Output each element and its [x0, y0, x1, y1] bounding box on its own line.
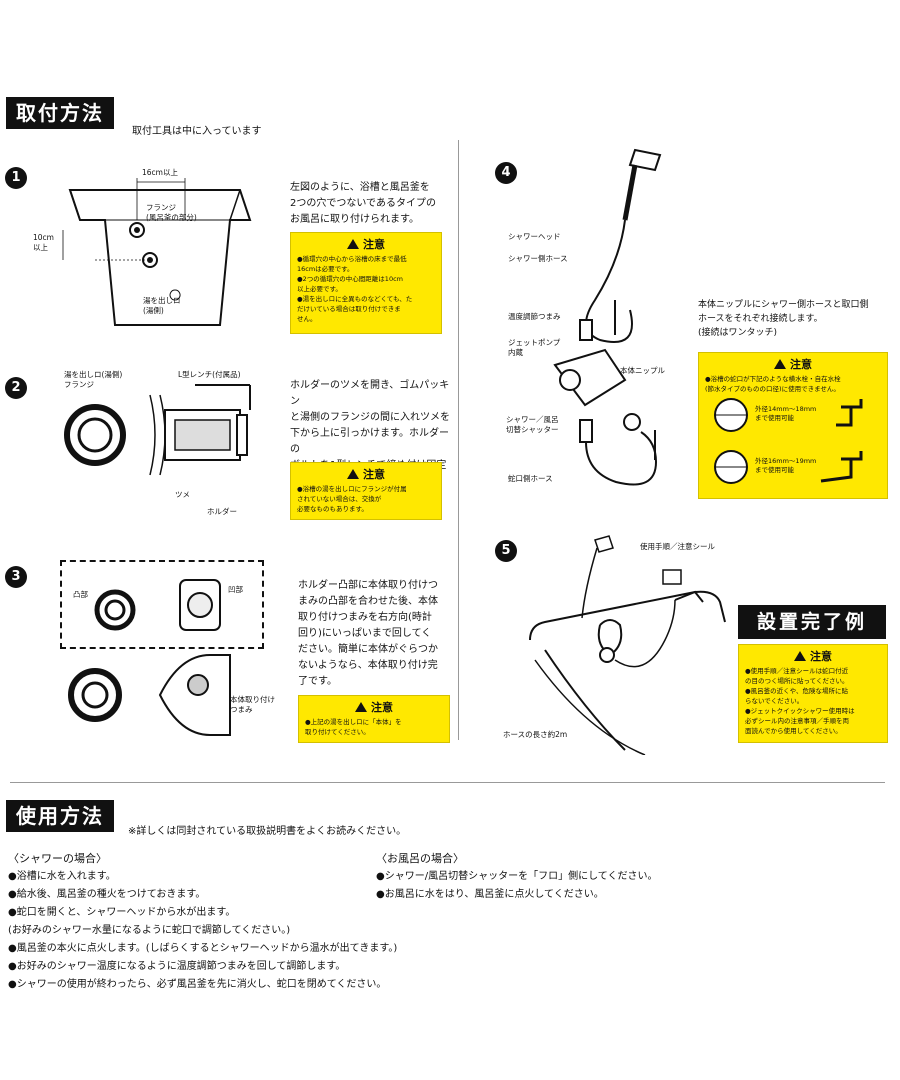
step-4-description: 本体ニップルにシャワー側ホースと取口側 ホースをそれぞれ接続します。 (接続はワ… — [698, 300, 869, 338]
list-item: ●浴槽に水を入れます。 — [8, 871, 116, 882]
step-5-caution-title: 注意 — [739, 648, 887, 664]
step-5-installed-diagram — [529, 535, 726, 755]
step-1-label-dim-top: 16cm以上 — [142, 168, 178, 177]
list-item: ●給水後、風呂釜の種火をつけておきます。 — [8, 889, 206, 900]
warning-icon — [347, 239, 359, 249]
step-5-caution-text: ●使用手順／注意シールは蛇口付近 の目のつく場所に貼ってください。 ●風呂釜の近… — [745, 667, 855, 735]
install-title: 取付方法 — [6, 97, 114, 129]
step-2-holder-diagram — [64, 384, 251, 476]
bath-usage-heading: 〈お風呂の場合〉 — [376, 852, 464, 865]
step-1-bathtub-diagram — [62, 178, 252, 326]
step-3-label-knob: 本体取り付け つまみ — [230, 695, 275, 714]
list-item: ●シャワーの使用が終わったら、必ず風呂釜を先に消火し、蛇口を閉めてください。 — [8, 979, 387, 990]
step-3-caution-text: ●上記の湯を出しロに「本体」を 取り付けてください。 — [305, 718, 402, 736]
step-4-label-temp: 温度調節つまみ — [508, 312, 561, 321]
step-2-label-flange: 湯を出しロ(湯側) フランジ — [64, 370, 123, 389]
step-3-caution-title: 注意 — [299, 699, 449, 715]
step-3-caution-box: 注意 ●上記の湯を出しロに「本体」を 取り付けてください。 — [298, 695, 450, 743]
step-1-description: 左図のように、浴槽と風呂釜を 2つの穴でつないであるタイプの お風呂に取り付けら… — [290, 182, 436, 225]
warning-icon — [347, 469, 359, 479]
step-4-label-head: シャワーヘッド — [508, 232, 561, 241]
step-4-hose-diagram — [553, 148, 662, 486]
list-item: ●蛇口を開くと、シャワーヘッドから水が出ます。 — [8, 907, 236, 918]
step-3-attach-diagram — [68, 579, 231, 736]
shower-usage: 〈シャワーの場合〉 ●浴槽に水を入れます。 ●給水後、風呂釜の種火をつけておきま… — [8, 850, 397, 994]
warning-icon — [794, 651, 806, 661]
section-divider — [10, 782, 885, 783]
step-4-label-shutter: シャワー／風呂 切替シャッター — [506, 415, 559, 434]
step-4-faucet-2-spec: 外径16mm〜19mm まで使用可能 — [755, 457, 817, 474]
list-item: ●シャワー/風呂切替シャッターを「フロ」側にしてください。 — [376, 871, 658, 882]
step-2-caution-box: 注意 ●浴槽の湯を出しロにフランジが付属 されていない場合は、交換が 必要なもの… — [290, 462, 442, 520]
step-2-caution-title: 注意 — [291, 466, 441, 482]
list-item: ●お風呂に水をはり、風呂釜に点火してください。 — [376, 889, 604, 900]
step-3-label-convex: 凸部 — [73, 590, 88, 599]
step-2-caution-text: ●浴槽の湯を出しロにフランジが付属 されていない場合は、交換が 必要なものもあり… — [297, 485, 407, 513]
bath-usage: 〈お風呂の場合〉 ●シャワー/風呂切替シャッターを「フロ」側にしてください。 ●… — [376, 850, 658, 904]
step-1-caution-box: 注意 ●循環穴の中心から浴槽の床まで最低 16cmは必要です。 ●2つの循環穴の… — [290, 232, 442, 334]
step-3-number: 3 — [5, 566, 27, 588]
column-divider — [458, 140, 459, 740]
step-4-label-faucet-hose: 蛇口側ホース — [508, 474, 553, 483]
installation-example-title: 設置完了例 — [738, 605, 886, 639]
step-5-caution-box: 注意 ●使用手順／注意シールは蛇口付近 の目のつく場所に貼ってください。 ●風呂… — [738, 644, 888, 743]
step-4-caution-title: 注意 — [699, 356, 887, 372]
step-4-number: 4 — [495, 162, 517, 184]
step-4-faucet-1-spec: 外径14mm〜18mm まで使用可能 — [755, 405, 817, 422]
step-5-label-seal: 使用手順／注意シール — [640, 542, 715, 551]
step-5-label-hose-length: ホースの長さ約2m — [503, 730, 568, 739]
warning-icon — [774, 359, 786, 369]
step-3-description: ホルダー凸部に本体取り付けつ まみの凸部を合わせた後、本体 取り付けつまみを右方… — [298, 580, 438, 687]
step-2-label-wrench: L型レンチ(付属品) — [178, 370, 241, 379]
step-3-detail-frame — [60, 560, 264, 649]
step-3-label-recess: 凹部 — [228, 585, 243, 594]
step-2-label-holder: ホルダー — [207, 507, 237, 516]
step-4-caution-box: 注意 ●浴槽の蛇口が下記のような横水栓・自在水栓 (節水タイプのものの口径)に使… — [698, 352, 888, 499]
step-1-label-dim-side: 10cm 以上 — [33, 233, 54, 252]
step-1-caution-text: ●循環穴の中心から浴槽の床まで最低 16cmは必要です。 ●2つの循環穴の中心間… — [297, 255, 413, 323]
step-1-label-outlet: 湯を出しロ (湯側) — [143, 296, 181, 315]
step-4-label-pump: ジェットポンプ 内蔵 — [508, 338, 561, 357]
warning-icon — [355, 702, 367, 712]
step-2-number: 2 — [5, 377, 27, 399]
shower-usage-heading: 〈シャワーの場合〉 — [8, 852, 107, 865]
usage-subtitle: ※詳しくは同封されている取扱説明書をよくお読みください。 — [128, 826, 407, 837]
step-1-number: 1 — [5, 167, 27, 189]
list-item: (お好みのシャワー水量になるように蛇口で調節してください。) — [8, 925, 291, 936]
step-5-number: 5 — [495, 540, 517, 562]
step-1-label-flange: フランジ (風呂釜の部分) — [146, 203, 197, 222]
usage-title: 使用方法 — [6, 800, 114, 832]
step-2-label-claw: ツメ — [175, 490, 190, 499]
list-item: ●風呂釜の本火に点火します。(しばらくするとシャワーヘッドから温水が出てきます。… — [8, 943, 398, 954]
step-4-label-nipple: 本体ニップル — [620, 366, 665, 375]
install-subtitle: 取付工具は中に入っています — [132, 126, 262, 137]
list-item: ●お好みのシャワー温度になるように温度調節つまみを回して調節します。 — [8, 961, 346, 972]
step-4-label-hose: シャワー側ホース — [508, 254, 568, 263]
step-4-caution-text: ●浴槽の蛇口が下記のような横水栓・自在水栓 (節水タイプのものの口径)に使用でき… — [705, 375, 841, 393]
step-1-caution-title: 注意 — [291, 236, 441, 252]
step-4-faucet-diagrams — [714, 398, 863, 484]
